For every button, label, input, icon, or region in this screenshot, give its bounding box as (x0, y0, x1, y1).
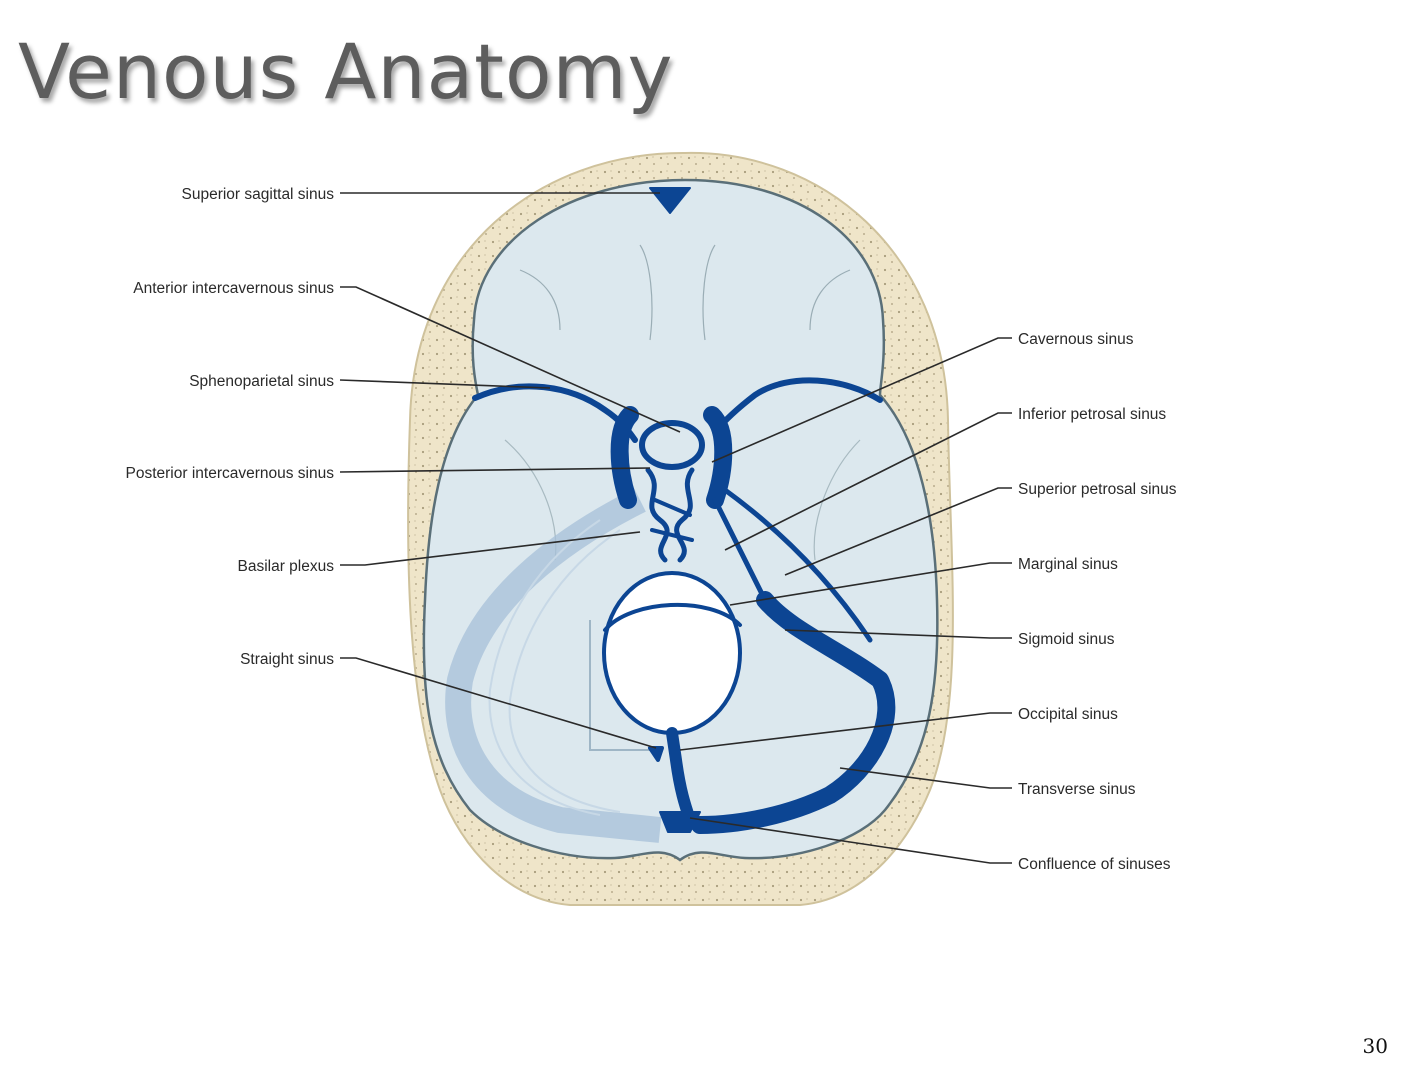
label-superior-petrosal-sinus: Superior petrosal sinus (1018, 481, 1177, 498)
label-cavernous-sinus: Cavernous sinus (1018, 331, 1134, 348)
right-labels: Cavernous sinus Inferior petrosal sinus … (1018, 331, 1177, 873)
label-sphenoparietal-sinus: Sphenoparietal sinus (189, 373, 334, 390)
leader-lines (339, 192, 1012, 864)
page-number: 30 (1362, 1034, 1388, 1058)
label-inferior-petrosal-sinus: Inferior petrosal sinus (1018, 406, 1166, 423)
label-marginal-sinus: Marginal sinus (1018, 556, 1118, 573)
label-occipital-sinus: Occipital sinus (1018, 706, 1118, 723)
label-confluence-of-sinuses: Confluence of sinuses (1018, 856, 1171, 873)
label-anterior-intercavernous-sinus: Anterior intercavernous sinus (133, 280, 334, 297)
label-posterior-intercavernous-sinus: Posterior intercavernous sinus (126, 465, 335, 482)
label-straight-sinus: Straight sinus (240, 651, 334, 668)
label-basilar-plexus: Basilar plexus (238, 558, 335, 575)
label-transverse-sinus: Transverse sinus (1018, 781, 1136, 798)
label-sigmoid-sinus: Sigmoid sinus (1018, 631, 1115, 648)
foramen-magnum (602, 571, 742, 735)
label-superior-sagittal-sinus: Superior sagittal sinus (182, 186, 335, 203)
left-labels: Superior sagittal sinus Anterior interca… (126, 186, 335, 668)
slide-title: Venous Anatomy (18, 27, 674, 116)
